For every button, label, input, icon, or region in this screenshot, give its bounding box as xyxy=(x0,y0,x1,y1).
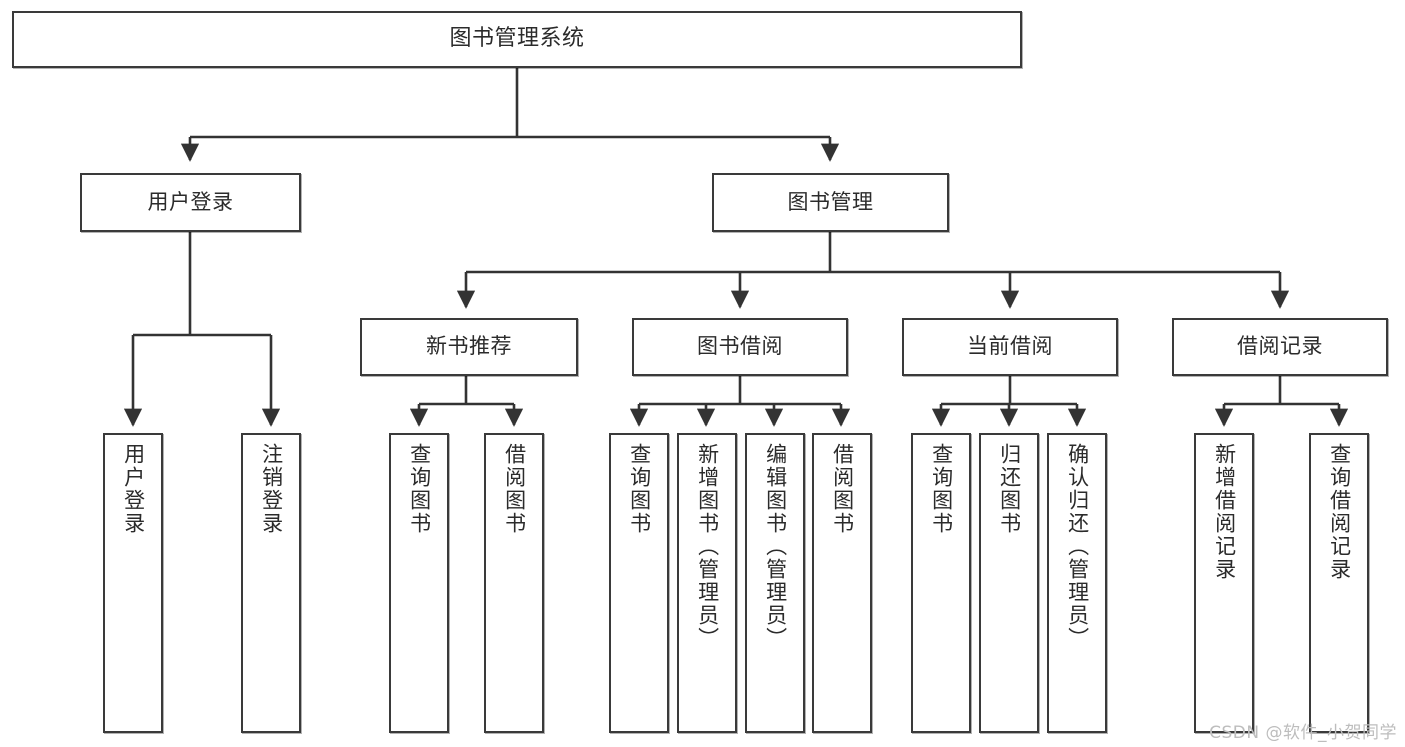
node-user-login-label: 用户登录 xyxy=(147,189,234,214)
watermark: CSDN @软件_小贺同学 xyxy=(1209,723,1397,743)
leaf-query-book-recommend[interactable]: 查询图书 xyxy=(389,433,449,733)
leaf-add-borrow-record-label: 新增借阅记录 xyxy=(1212,443,1237,581)
leaf-query-borrow-record-label: 查询借阅记录 xyxy=(1327,443,1352,581)
node-borrow-record[interactable]: 借阅记录 xyxy=(1172,318,1388,376)
node-borrow-record-label: 借阅记录 xyxy=(1237,334,1323,359)
leaf-query-borrow-record[interactable]: 查询借阅记录 xyxy=(1309,433,1369,733)
node-root[interactable]: 图书管理系统 xyxy=(12,11,1022,68)
node-new-book-recommend-label: 新书推荐 xyxy=(426,334,512,359)
leaf-borrow-book-label: 借阅图书 xyxy=(830,443,855,535)
node-current-borrow-label: 当前借阅 xyxy=(967,334,1053,359)
node-book-management-label: 图书管理 xyxy=(787,189,874,214)
leaf-return-book[interactable]: 归还图书 xyxy=(979,433,1039,733)
node-current-borrow[interactable]: 当前借阅 xyxy=(902,318,1118,376)
leaf-logout-label: 注销登录 xyxy=(259,443,284,535)
leaf-borrow-book[interactable]: 借阅图书 xyxy=(812,433,872,733)
leaf-confirm-return-admin[interactable]: 确认归还（管理员） xyxy=(1047,433,1107,733)
leaf-add-borrow-record[interactable]: 新增借阅记录 xyxy=(1194,433,1254,733)
node-user-login[interactable]: 用户登录 xyxy=(80,173,301,232)
leaf-confirm-return-admin-label: 确认归还（管理员） xyxy=(1065,443,1090,650)
leaf-query-book-current-label: 查询图书 xyxy=(929,443,954,535)
leaf-edit-book-admin[interactable]: 编辑图书（管理员） xyxy=(745,433,805,733)
node-book-management[interactable]: 图书管理 xyxy=(712,173,949,232)
leaf-borrow-book-recommend[interactable]: 借阅图书 xyxy=(484,433,544,733)
leaf-add-book-admin[interactable]: 新增图书（管理员） xyxy=(677,433,737,733)
leaf-borrow-book-recommend-label: 借阅图书 xyxy=(502,443,527,535)
leaf-query-book-recommend-label: 查询图书 xyxy=(407,443,432,535)
leaf-user-login[interactable]: 用户登录 xyxy=(103,433,163,733)
node-new-book-recommend[interactable]: 新书推荐 xyxy=(360,318,578,376)
leaf-edit-book-admin-label: 编辑图书（管理员） xyxy=(763,443,788,650)
leaf-return-book-label: 归还图书 xyxy=(997,443,1022,535)
leaf-query-book-borrow[interactable]: 查询图书 xyxy=(609,433,669,733)
leaf-user-login-label: 用户登录 xyxy=(121,443,146,535)
node-book-borrow-label: 图书借阅 xyxy=(697,334,783,359)
node-book-borrow[interactable]: 图书借阅 xyxy=(632,318,848,376)
leaf-add-book-admin-label: 新增图书（管理员） xyxy=(695,443,720,650)
leaf-query-book-current[interactable]: 查询图书 xyxy=(911,433,971,733)
leaf-logout[interactable]: 注销登录 xyxy=(241,433,301,733)
leaf-query-book-borrow-label: 查询图书 xyxy=(627,443,652,535)
node-root-label: 图书管理系统 xyxy=(449,26,585,52)
